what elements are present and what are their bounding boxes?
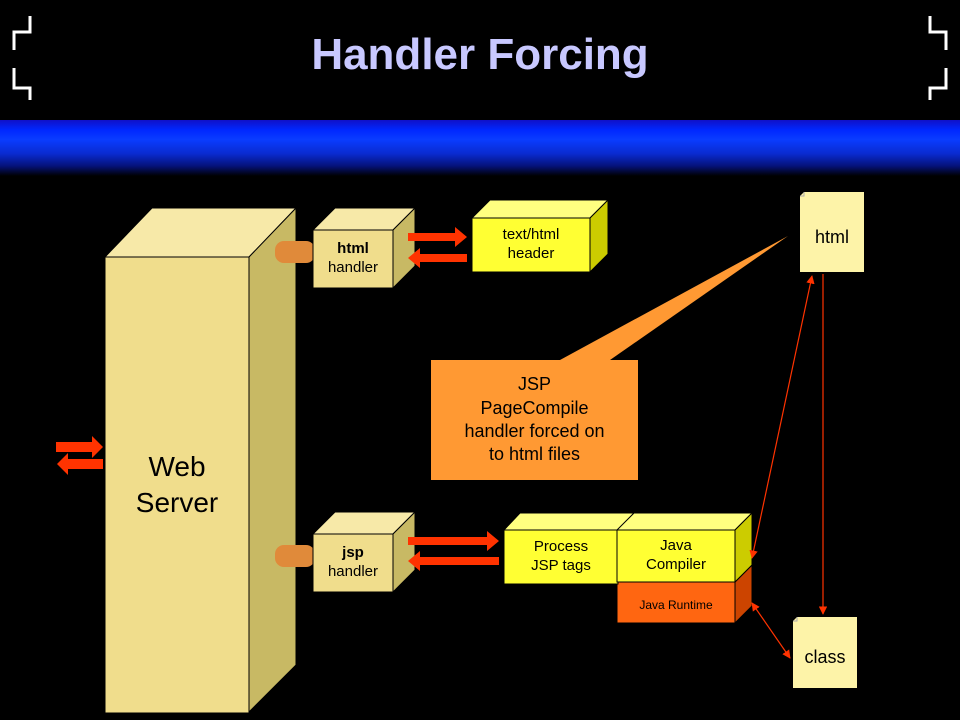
html-handler-label: html handler [313,230,393,288]
text-html-header-label-line1: text/html [502,226,560,244]
jsp-handler-box [311,510,417,594]
web-server-label-line1: Web [148,451,206,483]
html-handler-label-line1: html [337,240,369,258]
jsp-handler-connector [275,545,315,567]
html-handler-label-line2: handler [327,259,379,276]
html-document-label: html [814,226,849,247]
process-jsp-tags-label-line1: Process [533,538,589,556]
java-compiler-box [615,511,754,584]
callout-text-line1: JSP [517,374,551,395]
jsp-handler-label: jsp handler [313,534,393,592]
corner-brackets [12,16,948,100]
html-document [800,192,864,272]
java-compiler-label-line2: Compiler [645,556,706,573]
callout-text-line3: handler forced on [464,421,605,441]
jsp-handler-label-line2: handler [327,563,379,580]
jsp-handler-label-line1: jsp [342,544,364,562]
slide-title: Handler Forcing [311,30,649,79]
callout-text: JSP PageCompile handler forced on to htm… [431,360,638,480]
text-html-header-label: text/html header [472,218,590,272]
java-compiler-label-line1: Java [660,537,692,555]
corner-bracket-top-left [12,16,32,50]
corner-bracket-mid-left [12,68,32,100]
html-handler-connector [275,241,315,263]
runtime-to-class-arrow [751,602,791,659]
process-jsp-tags-label: Process JSP tags [504,530,618,584]
html-handler-arrows [408,227,467,268]
jsp-handler-arrows [408,531,499,571]
client-arrows [56,436,103,475]
title-underline-band [0,120,960,176]
flow-arrows [749,274,828,659]
corner-bracket-top-right [928,16,948,50]
text-html-header-box [470,198,610,274]
java-runtime-box [616,563,753,625]
corner-bracket-mid-right [928,68,948,100]
callout-text-line2: PageCompile [480,397,589,418]
callout-text-line4: to html files [488,444,581,465]
web-server-label: Web Server [105,440,249,530]
callout-pointer [560,236,788,360]
text-html-header-label-line2: header [507,245,555,262]
process-jsp-tags-label-line2: JSP tags [531,557,591,574]
process-jsp-tags-box [502,512,636,585]
class-document [793,617,857,688]
compiler-to-html-arrow [749,275,815,559]
class-document-label: class [804,646,846,667]
callout-box [431,360,638,480]
web-server-label-line2: Server [135,487,219,518]
web-server-box [103,206,298,714]
html-handler-box [311,206,417,290]
java-compiler-label: Java Compiler [617,530,735,582]
java-runtime-label: Java Runtime [639,598,713,612]
